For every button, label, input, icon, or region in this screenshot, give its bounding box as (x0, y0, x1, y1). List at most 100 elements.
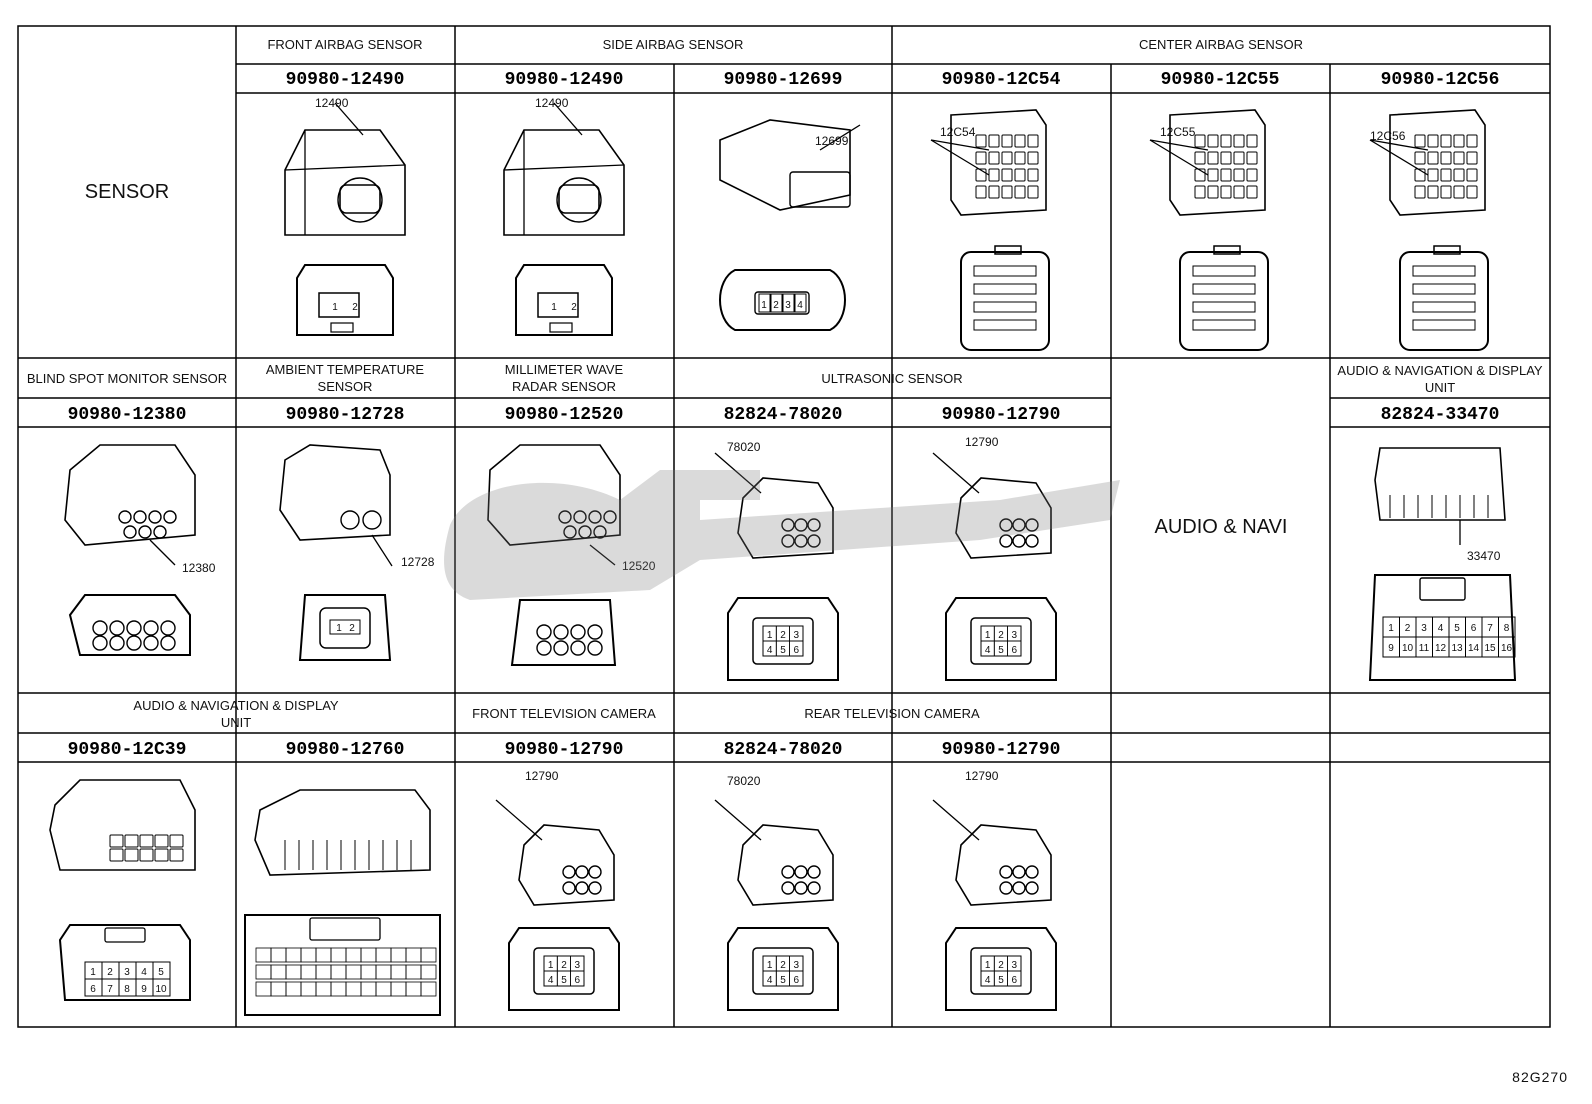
pin-label: 13 (1451, 643, 1463, 654)
mmwave-title-line2: RADAR SENSOR (512, 379, 616, 394)
pin-label: 2 (107, 967, 113, 978)
pin-label: 2 (998, 960, 1004, 971)
drawing-stroke (255, 964, 272, 980)
drawing-stroke (510, 599, 617, 666)
drawing-stroke (153, 525, 167, 539)
drawing-stroke (64, 444, 196, 546)
pin-label: 3 (1012, 960, 1018, 971)
drawing-stroke (518, 824, 615, 906)
pin-label: 5 (998, 975, 1004, 986)
drawing-stroke (124, 848, 139, 862)
front-airbag-title: FRONT AIRBAG SENSOR (267, 37, 422, 52)
drawing-stroke (284, 129, 406, 236)
part-number: 90980-12C56 (1381, 70, 1500, 90)
drawing-stroke (1220, 151, 1232, 165)
drawing-stroke (1014, 185, 1026, 199)
drawing-stroke (932, 452, 980, 494)
drawing-stroke (1440, 151, 1452, 165)
drawing-stroke (1213, 245, 1241, 255)
pin-label: 1 (767, 630, 773, 641)
drawing-stroke (930, 139, 990, 151)
drawing-stroke (371, 534, 393, 567)
drawing-stroke (1192, 283, 1256, 295)
drawing-stroke (390, 964, 407, 980)
drawing-stroke (587, 624, 603, 640)
drawing-stroke (1246, 151, 1258, 165)
drawing-stroke (794, 865, 808, 879)
drawing-stroke (1149, 139, 1209, 176)
drawing-stroke (109, 848, 124, 862)
drawing-stroke (1001, 168, 1013, 182)
drawing-stroke (578, 525, 592, 539)
drawing-stroke (988, 185, 1000, 199)
pin-label: 1 (761, 300, 767, 311)
drawing-stroke (807, 534, 821, 548)
pin-label: 10 (1402, 643, 1414, 654)
drawing-stroke (285, 964, 302, 980)
drawing-stroke (1233, 185, 1245, 199)
blind-spot-title: BLIND SPOT MONITOR SENSOR (27, 371, 227, 386)
pin-label: 6 (1012, 645, 1018, 656)
drawing-stroke (988, 168, 1000, 182)
drawing-stroke (92, 620, 108, 636)
drawing-stroke (169, 834, 184, 848)
drawing-stroke (503, 129, 625, 236)
pin-label: 6 (575, 975, 581, 986)
drawing-stroke (337, 177, 383, 223)
drawing-stroke (999, 881, 1013, 895)
pin-label: 4 (985, 645, 991, 656)
drawing-stroke (570, 970, 585, 987)
drawing-stroke (334, 102, 364, 136)
drawing-stroke (92, 635, 108, 651)
part-number: 90980-12728 (286, 405, 405, 425)
drawing-stroke (1194, 168, 1206, 182)
drawing-stroke (285, 981, 302, 997)
drawing-stroke (244, 914, 441, 1016)
pin-label: 5 (998, 645, 1004, 656)
drawing-stroke (973, 283, 1037, 295)
pin-label: 3 (1012, 630, 1018, 641)
drawing-stroke (508, 927, 620, 1011)
drawing-stroke (315, 947, 332, 963)
drawing-stroke (1179, 251, 1269, 351)
audio-nav-title-3-line2: UNIT (221, 715, 251, 730)
part-number: 90980-12790 (942, 405, 1061, 425)
center-airbag-title: CENTER AIRBAG SENSOR (1139, 37, 1303, 52)
drawing-stroke (807, 865, 821, 879)
part-number: 90980-12490 (505, 70, 624, 90)
drawing-stroke (1027, 185, 1039, 199)
drawing-stroke (487, 444, 621, 546)
drawing-stroke (1207, 168, 1219, 182)
drawing-stroke (160, 635, 176, 651)
drawing-stroke (1014, 151, 1026, 165)
drawing-stroke (1427, 134, 1439, 148)
drawing-stroke (405, 964, 422, 980)
drawing-stroke (1014, 168, 1026, 182)
drawing-stroke (950, 109, 1047, 216)
pin-label: 15 (1484, 643, 1496, 654)
drawing-stroke (1207, 185, 1219, 199)
drawing-stroke (345, 947, 362, 963)
part-number: 90980-12C39 (68, 740, 187, 760)
drawing-stroke (727, 927, 839, 1011)
drawing-stroke (1427, 168, 1439, 182)
part-number: 90980-12490 (286, 70, 405, 90)
callout-label: 12C55 (1160, 125, 1196, 139)
drawing-stroke (588, 881, 602, 895)
drawing-stroke (752, 947, 814, 995)
drawing-stroke (575, 881, 589, 895)
pin-label: 14 (1468, 643, 1480, 654)
drawing-stroke (1192, 319, 1256, 331)
drawing-stroke (782, 293, 795, 313)
drawing-stroke (1233, 134, 1245, 148)
drawing-stroke (1207, 134, 1219, 148)
drawing-stroke (109, 834, 124, 848)
drawing-stroke (1453, 134, 1465, 148)
drawing-stroke (1399, 251, 1489, 351)
pin-label: 6 (1471, 623, 1477, 634)
drawing-stroke (390, 947, 407, 963)
pin-label: 3 (1421, 623, 1427, 634)
drawing-stroke (1012, 518, 1026, 532)
part-number: 90980-12760 (286, 740, 405, 760)
